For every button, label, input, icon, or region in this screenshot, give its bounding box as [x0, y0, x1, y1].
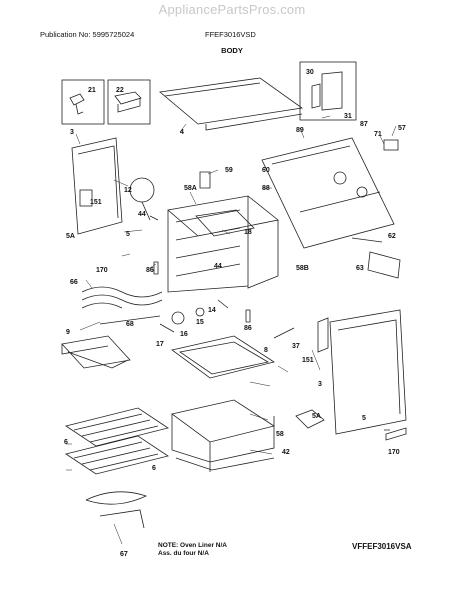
callout: 63: [356, 265, 364, 272]
model-number: FFEF3016VSD: [205, 30, 256, 39]
callout: 42: [282, 449, 290, 456]
callout: 44: [214, 263, 222, 270]
part-callouts: 21 22 3 4 30 31 87 89 71 57 59 60 88 12 …: [64, 69, 406, 558]
callout: 67: [120, 551, 128, 558]
bake-element: [81, 286, 163, 325]
callout: 151: [90, 199, 102, 206]
callout: 170: [388, 449, 400, 456]
callout: 151: [302, 357, 314, 364]
callout: 9: [66, 329, 70, 336]
callout: 37: [292, 343, 300, 350]
callout: 58A: [184, 185, 197, 192]
top-plate: [159, 77, 304, 131]
callout: 86: [244, 325, 252, 332]
callout: 14: [208, 307, 216, 314]
callout: 62: [388, 233, 396, 240]
callout: 3: [70, 129, 74, 136]
callout: 58: [276, 431, 284, 438]
callout: 71: [374, 131, 382, 138]
broil-element: [85, 491, 148, 529]
diagram-code: VFFEF3016VSA: [352, 542, 412, 551]
callout: 86: [146, 267, 154, 274]
callout: 57: [398, 125, 406, 132]
callout: 60: [262, 167, 270, 174]
callout: 5A: [66, 233, 75, 240]
callout: 18: [244, 229, 252, 236]
part-box-22: [107, 79, 151, 125]
callout: 6: [64, 439, 68, 446]
callout: 31: [344, 113, 352, 120]
side-panel-left: [71, 137, 123, 235]
callout: 6: [152, 465, 156, 472]
oven-rack-lower: [65, 435, 169, 475]
part-box-30: [299, 61, 357, 121]
callout: 5: [126, 231, 130, 238]
note: NOTE: Oven Liner N/A Ass. du four N/A: [158, 542, 227, 558]
callout: 16: [180, 331, 188, 338]
side-panel-right: [329, 309, 407, 435]
insulation-top: [171, 335, 275, 379]
callout: 59: [225, 167, 233, 174]
callout: 8: [264, 347, 268, 354]
callout: 170: [96, 267, 108, 274]
watermark: AppliancePartsPros.com: [158, 2, 306, 17]
publication-number: Publication No: 5995725024: [40, 30, 135, 39]
section-title: BODY: [221, 46, 243, 55]
callout: 89: [296, 127, 304, 134]
callout: 88: [262, 185, 270, 192]
callout: 3: [318, 381, 322, 388]
callout: 22: [116, 87, 124, 94]
callout: 66: [70, 279, 78, 286]
callout: 12: [124, 187, 132, 194]
part-box-21: [61, 79, 105, 125]
note-line-2: Ass. du four N/A: [158, 550, 209, 557]
oven-cavity: [167, 195, 279, 293]
knob-12: [129, 177, 155, 203]
callout: 17: [156, 341, 164, 348]
callout: 58B: [296, 265, 309, 272]
callout: 21: [88, 87, 96, 94]
callout: 5: [362, 415, 366, 422]
insulation-box: [171, 399, 275, 472]
callout: 5A: [312, 413, 321, 420]
note-line-1: NOTE: Oven Liner N/A: [158, 542, 227, 549]
callout: 30: [306, 69, 314, 76]
broiler-pan: [61, 335, 131, 369]
callout: 87: [360, 121, 368, 128]
callout: 4: [180, 129, 184, 136]
callout: 44: [138, 211, 146, 218]
back-panel: [261, 137, 395, 249]
callout: 15: [196, 319, 204, 326]
callout: 68: [126, 321, 134, 328]
oven-rack-upper: [65, 407, 169, 447]
